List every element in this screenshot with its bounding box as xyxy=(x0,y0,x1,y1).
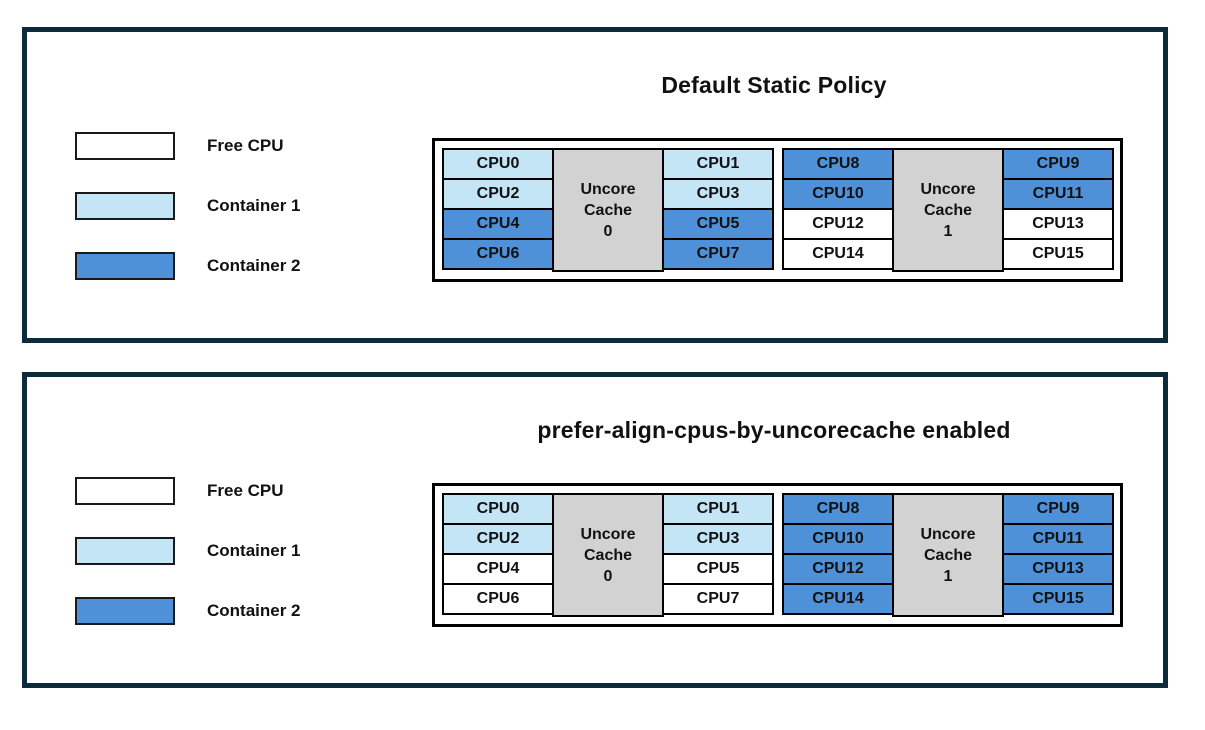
cache-label-line: Cache xyxy=(583,201,633,219)
cache-label-line: Uncore xyxy=(920,525,976,543)
uncore-cache-1-box: Uncore Cache 1 xyxy=(892,148,1004,272)
cpu-cell: CPU14 xyxy=(782,583,894,615)
panel-title: prefer-align-cpus-by-uncorecache enabled xyxy=(537,417,1011,443)
legend-swatch-free-cpu xyxy=(75,132,175,160)
cpu-cell: CPU6 xyxy=(442,583,554,615)
cpu-cell: CPU10 xyxy=(782,178,894,210)
legend: Free CPU Container 1 Container 2 xyxy=(75,477,301,657)
cpu-cell: CPU13 xyxy=(1002,208,1114,240)
cpu-cell: CPU5 xyxy=(662,553,774,585)
cpu-cell: CPU9 xyxy=(1002,493,1114,525)
cpu-cell: CPU6 xyxy=(442,238,554,270)
cpu-cell: CPU7 xyxy=(662,238,774,270)
cache-label-line: Uncore xyxy=(920,180,976,198)
legend-item-container-1: Container 1 xyxy=(75,192,301,220)
cpu-cell: CPU11 xyxy=(1002,178,1114,210)
legend-label-free-cpu: Free CPU xyxy=(207,136,284,155)
panel-default-static-policy: Default Static Policy Free CPU Container… xyxy=(22,27,1168,343)
cpu-cell: CPU0 xyxy=(442,148,554,180)
uncore-cache-0-box: Uncore Cache 0 xyxy=(552,148,664,272)
cpu-cell: CPU11 xyxy=(1002,523,1114,555)
cache-label-line: 0 xyxy=(603,222,613,240)
legend-item-container-1: Container 1 xyxy=(75,537,301,565)
cpu-cell: CPU2 xyxy=(442,523,554,555)
cpu-column-right: CPU9 CPU11 CPU13 CPU15 xyxy=(1002,148,1114,272)
cpu-cell: CPU8 xyxy=(782,148,894,180)
cpu-cell: CPU4 xyxy=(442,208,554,240)
cpu-cell: CPU12 xyxy=(782,553,894,585)
cpu-column-left: CPU8 CPU10 CPU12 CPU14 xyxy=(782,148,894,272)
cpu-column-right: CPU1 CPU3 CPU5 CPU7 xyxy=(662,493,774,617)
cpu-cell: CPU1 xyxy=(662,148,774,180)
cpu-cell: CPU0 xyxy=(442,493,554,525)
cpu-cell: CPU2 xyxy=(442,178,554,210)
cpu-cell: CPU8 xyxy=(782,493,894,525)
legend-label-container-2: Container 2 xyxy=(207,256,301,275)
uncore-cache-0-group: CPU0 CPU2 CPU4 CPU6 Uncore Cache 0 CPU1 … xyxy=(442,148,774,272)
legend-swatch-container-1 xyxy=(75,192,175,220)
cpu-column-left: CPU0 CPU2 CPU4 CPU6 xyxy=(442,148,554,272)
cpu-cell: CPU10 xyxy=(782,523,894,555)
cpu-column-right: CPU1 CPU3 CPU5 CPU7 xyxy=(662,148,774,272)
cpu-cell: CPU14 xyxy=(782,238,894,270)
uncore-cache-1-group: CPU8 CPU10 CPU12 CPU14 Uncore Cache 1 CP… xyxy=(782,493,1114,617)
cache-label-line: Cache xyxy=(923,546,973,564)
cache-label-line: Uncore xyxy=(580,180,636,198)
legend-label-container-1: Container 1 xyxy=(207,196,301,215)
uncore-cache-0-box: Uncore Cache 0 xyxy=(552,493,664,617)
legend: Free CPU Container 1 Container 2 xyxy=(75,132,301,312)
cpu-cell: CPU5 xyxy=(662,208,774,240)
uncore-cache-1-group: CPU8 CPU10 CPU12 CPU14 Uncore Cache 1 CP… xyxy=(782,148,1114,272)
cpu-column-left: CPU0 CPU2 CPU4 CPU6 xyxy=(442,493,554,617)
legend-item-container-2: Container 2 xyxy=(75,597,301,625)
legend-label-container-1: Container 1 xyxy=(207,541,301,560)
cpu-cell: CPU3 xyxy=(662,523,774,555)
cache-label-line: 1 xyxy=(943,567,953,585)
legend-item-container-2: Container 2 xyxy=(75,252,301,280)
panel-prefer-align-uncorecache: prefer-align-cpus-by-uncorecache enabled… xyxy=(22,372,1168,688)
cpu-cell: CPU15 xyxy=(1002,583,1114,615)
cpu-cell: CPU12 xyxy=(782,208,894,240)
cpu-cell: CPU4 xyxy=(442,553,554,585)
legend-label-container-2: Container 2 xyxy=(207,601,301,620)
panel-title: Default Static Policy xyxy=(661,72,887,98)
cpu-socket-diagram: CPU0 CPU2 CPU4 CPU6 Uncore Cache 0 CPU1 … xyxy=(432,138,1123,282)
cpu-socket-diagram: CPU0 CPU2 CPU4 CPU6 Uncore Cache 0 CPU1 … xyxy=(432,483,1123,627)
legend-item-free-cpu: Free CPU xyxy=(75,132,301,160)
cache-label-line: Cache xyxy=(583,546,633,564)
legend-label-free-cpu: Free CPU xyxy=(207,481,284,500)
cache-label-line: Uncore xyxy=(580,525,636,543)
cache-label-line: 0 xyxy=(603,567,613,585)
legend-swatch-free-cpu xyxy=(75,477,175,505)
cpu-cell: CPU3 xyxy=(662,178,774,210)
cpu-cell: CPU13 xyxy=(1002,553,1114,585)
cache-label-line: 1 xyxy=(943,222,953,240)
cpu-column-right: CPU9 CPU11 CPU13 CPU15 xyxy=(1002,493,1114,617)
legend-swatch-container-2 xyxy=(75,252,175,280)
legend-item-free-cpu: Free CPU xyxy=(75,477,301,505)
cpu-cell: CPU7 xyxy=(662,583,774,615)
uncore-cache-1-box: Uncore Cache 1 xyxy=(892,493,1004,617)
cpu-cell: CPU1 xyxy=(662,493,774,525)
legend-swatch-container-2 xyxy=(75,597,175,625)
legend-swatch-container-1 xyxy=(75,537,175,565)
cache-label-line: Cache xyxy=(923,201,973,219)
cpu-column-left: CPU8 CPU10 CPU12 CPU14 xyxy=(782,493,894,617)
uncore-cache-0-group: CPU0 CPU2 CPU4 CPU6 Uncore Cache 0 CPU1 … xyxy=(442,493,774,617)
cpu-cell: CPU9 xyxy=(1002,148,1114,180)
cpu-cell: CPU15 xyxy=(1002,238,1114,270)
